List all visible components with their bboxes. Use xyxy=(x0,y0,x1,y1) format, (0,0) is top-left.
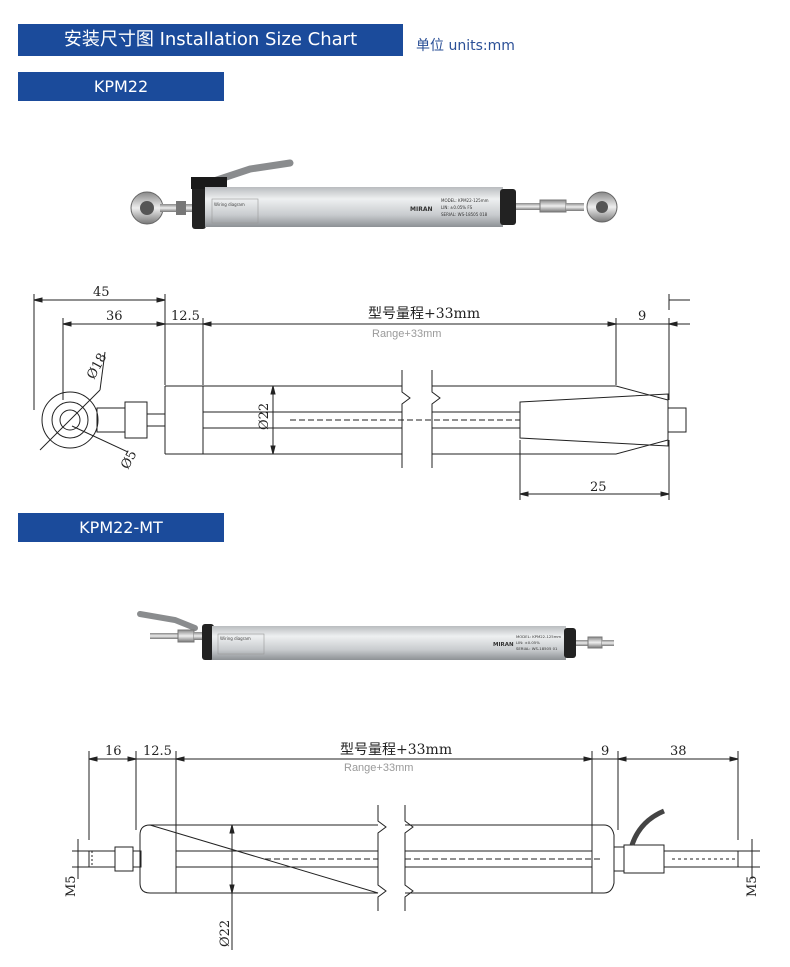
model-tab-kpm22-mt: KPM22-MT xyxy=(18,513,224,542)
kpm22-product-photo: Wiring diagram MIRAN MODEL: KPM22-125mm … xyxy=(130,159,618,229)
kpm22-dim-45: 45 xyxy=(93,285,110,300)
kpm22-mt-dim-38: 38 xyxy=(670,744,687,759)
kpm22-mt-dim-m5-right: M5 xyxy=(745,875,760,897)
kpm22-dim-range: 型号量程+33mm xyxy=(368,306,480,322)
kpm22-dim-phi22: Ø22 xyxy=(257,403,272,430)
kpm22-photo-model: MODEL: KPM22-125mm xyxy=(441,198,489,203)
kpm22-mt-dim-range: 型号量程+33mm xyxy=(340,742,452,758)
kpm22-dim-36: 36 xyxy=(106,309,123,324)
kpm22-dim-phi18: Ø18 xyxy=(84,351,110,382)
kpm22-mt-dim-9: 9 xyxy=(601,744,609,759)
kpm22-dim-phi5: Ø5 xyxy=(118,448,140,472)
kpm22-dim-9: 9 xyxy=(638,309,646,324)
kpm22-mt-photo-brand: MIRAN xyxy=(493,642,514,648)
kpm22-mt-product-photo: Wiring diagram MIRAN MODEL: KPM22-125mm … xyxy=(137,611,614,660)
kpm22-photo-brand: MIRAN xyxy=(410,206,433,213)
kpm22-mt-dim-12-5: 12.5 xyxy=(143,744,172,759)
kpm22-mt-dim-16: 16 xyxy=(105,744,122,759)
kpm22-mt-dim-phi22: Ø22 xyxy=(218,920,233,947)
kpm22-mt-dim-m5-left: M5 xyxy=(64,875,79,897)
kpm22-mt-dim-range-en: Range+33mm xyxy=(344,762,413,774)
kpm22-photo-wiring-label: Wiring diagram xyxy=(214,202,245,207)
kpm22-mt-photo-model: MODEL: KPM22-125mm xyxy=(516,634,561,639)
kpm22-dimension-drawing: 45 36 12.5 型号量程+33mm Range+33mm 9 Ø18 Ø2… xyxy=(33,285,690,500)
kpm22-mt-photo-lin: LIN: ±0.05% xyxy=(516,640,540,645)
kpm22-photo-serial: SERIAL: WS-18505 018 xyxy=(441,212,488,217)
kpm22-photo-lin: LIN: ±0.05% FS xyxy=(441,205,473,210)
kpm22-dim-12-5: 12.5 xyxy=(171,309,200,324)
kpm22-dim-25: 25 xyxy=(590,480,607,495)
kpm22-dim-range-en: Range+33mm xyxy=(372,328,441,340)
units-note: 单位 units:mm xyxy=(416,38,515,54)
kpm22-mt-dimension-drawing: 16 12.5 型号量程+33mm Range+33mm 9 38 M5 M5 … xyxy=(64,742,760,950)
kpm22-mt-photo-serial: SERIAL: WS-18505 01 xyxy=(516,646,558,651)
kpm22-mt-photo-wiring-label: Wiring diagram xyxy=(220,636,251,641)
model-tab-kpm22: KPM22 xyxy=(18,72,224,101)
page-title-banner: 安装尺寸图 Installation Size Chart xyxy=(18,24,403,56)
